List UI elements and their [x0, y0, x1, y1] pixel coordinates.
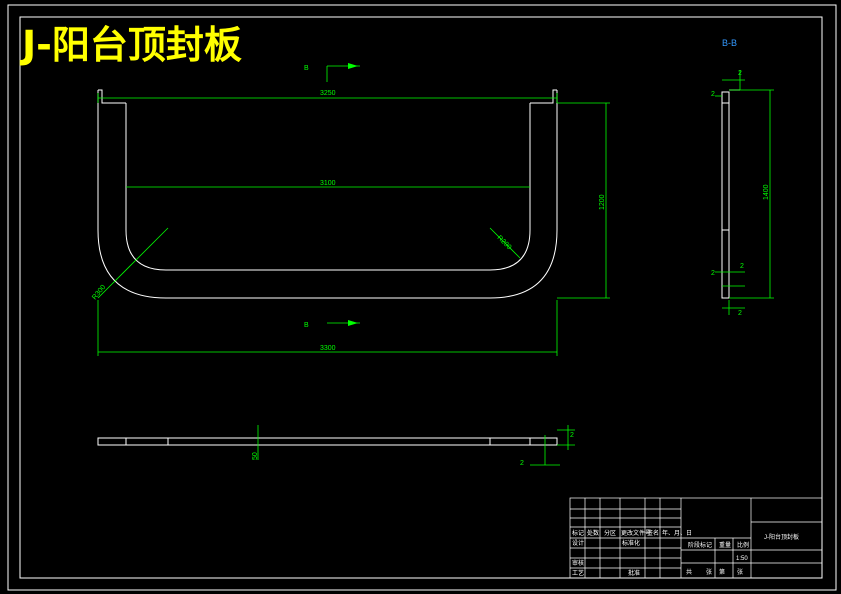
dim-top-width: 3250: [320, 90, 336, 97]
tb-label-2: 分区: [604, 529, 616, 537]
dim-inner-width: 3100: [320, 180, 336, 187]
dim-bottom-small: 2: [520, 460, 524, 467]
dim-side-e: 2: [738, 310, 742, 317]
section-view: [721, 89, 740, 299]
dim-radius-right: R200: [496, 234, 513, 251]
tb-label-11: 阶段标记: [688, 541, 712, 549]
dim-bottom-right: 2: [570, 432, 574, 439]
dim-height: 1200: [599, 194, 606, 210]
dim-side-b: 2: [711, 91, 715, 98]
tb-label-9: 工艺: [572, 569, 584, 577]
tb-label-13: 比例: [737, 541, 749, 549]
tb-label-5: 年、月、日: [662, 529, 692, 537]
tb-label-15: 张: [706, 568, 712, 576]
dim-side-a: 2: [738, 70, 742, 77]
dim-side-d: 2: [740, 263, 744, 270]
title-block: [569, 497, 823, 579]
section-arrows: [348, 63, 358, 326]
tb-label-17: 张: [737, 568, 743, 576]
front-view: [97, 89, 558, 299]
front-dimensions: [97, 65, 610, 356]
tb-label-8: 审核: [572, 559, 584, 567]
section-title: B-B: [722, 38, 737, 48]
tb-label-1: 处数: [587, 529, 599, 537]
dim-radius-left: R300: [91, 284, 107, 301]
dim-outer-width: 3300: [320, 345, 336, 352]
bottom-view: [97, 437, 558, 446]
section-marker-bottom: B: [304, 322, 309, 329]
inner-border: [19, 16, 823, 579]
tb-label-6: 设计: [572, 539, 584, 547]
dim-side-c: 2: [711, 270, 715, 277]
tb-label-12: 重量: [719, 541, 731, 549]
tb-label-16: 第: [719, 568, 725, 576]
outer-border: [7, 4, 837, 591]
tb-label-0: 标记: [572, 529, 584, 537]
title-block-name: J-阳台顶封板: [764, 533, 799, 541]
tb-label-14: 共: [686, 568, 692, 576]
section-dimensions: [715, 70, 774, 315]
tb-label-4: 签名: [647, 529, 659, 537]
drawing-title: J-阳台顶封板: [19, 23, 242, 67]
dim-side-height: 1400: [763, 184, 770, 200]
tb-label-3: 更改文件号: [621, 529, 651, 537]
section-marker-top: B: [304, 65, 309, 72]
tb-scale: 1:50: [736, 556, 748, 562]
tb-label-10: 批准: [628, 569, 640, 577]
dim-bottom-mid: 50: [252, 452, 259, 460]
bottom-dimensions: [257, 425, 575, 466]
tb-label-7: 标准化: [622, 539, 640, 547]
